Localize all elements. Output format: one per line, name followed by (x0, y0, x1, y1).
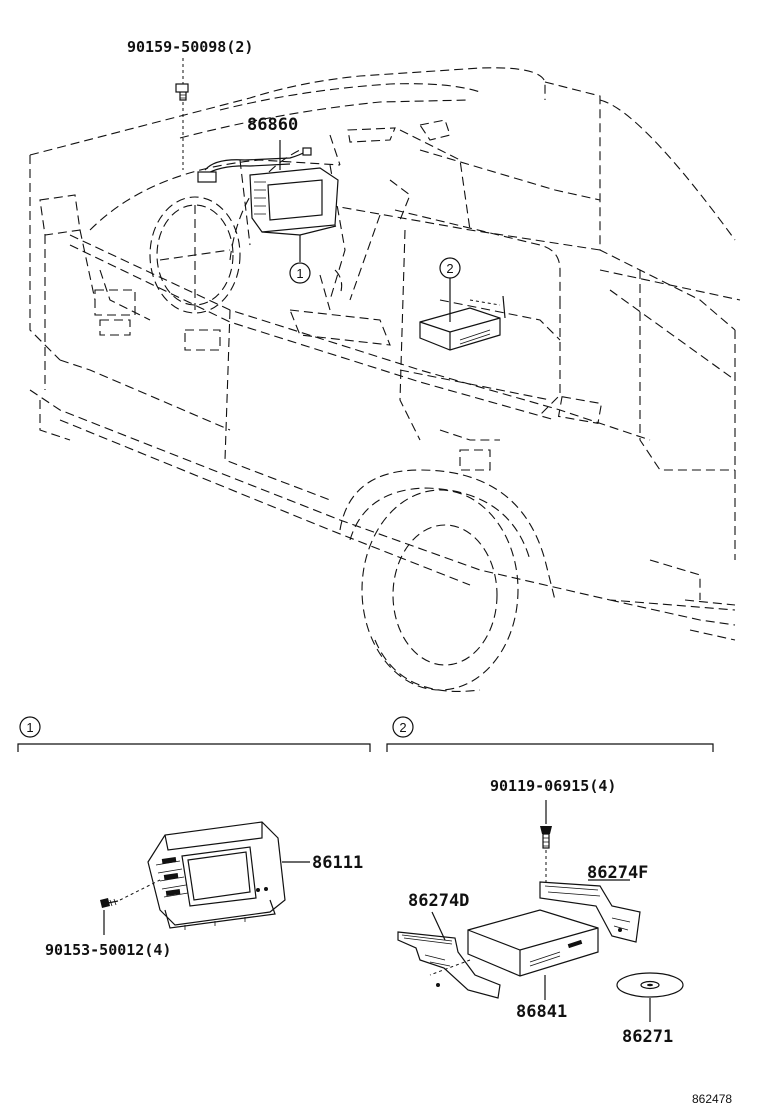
section-1-marker: 1 (26, 720, 33, 735)
callout-1-vehicle: 1 (289, 262, 311, 284)
disc-icon (616, 972, 684, 1022)
vehicle-outline (29, 67, 736, 692)
section-2-marker: 2 (399, 720, 406, 735)
right-bracket-drawing (539, 879, 641, 943)
left-bracket-drawing (397, 911, 501, 999)
changer-bolt-label: 90119-06915(4) (490, 777, 616, 795)
roof-bolt-icon (175, 58, 189, 170)
display-assembly-label: 86860 (247, 115, 298, 135)
bracket-left-label: 86274D (408, 891, 469, 911)
bracket-right-label: 86274F (587, 863, 648, 883)
bolt-roof-label: 90159-50098(2) (127, 38, 253, 56)
disc-label: 86271 (622, 1027, 673, 1047)
dvd-player-drawing (429, 909, 599, 1000)
display-screw-label: 90153-50012(4) (45, 941, 171, 959)
ref-2-label: 2 (446, 261, 453, 276)
cargo-dvd-unit (419, 278, 506, 351)
vehicle-interior (39, 119, 741, 441)
section-1: 1 (17, 716, 371, 752)
diagram-number: 862478 (692, 1092, 732, 1106)
display-unit-drawing (147, 821, 310, 930)
ref-1-label: 1 (296, 266, 303, 281)
changer-bolt-icon (540, 800, 552, 885)
display-screw-icon (100, 879, 161, 935)
dash-display-assembly (197, 140, 339, 262)
display-unit-label: 86111 (312, 853, 363, 873)
dvd-player-label: 86841 (516, 1002, 567, 1022)
section-2: 2 (386, 716, 714, 752)
callout-2-vehicle: 2 (439, 257, 461, 279)
